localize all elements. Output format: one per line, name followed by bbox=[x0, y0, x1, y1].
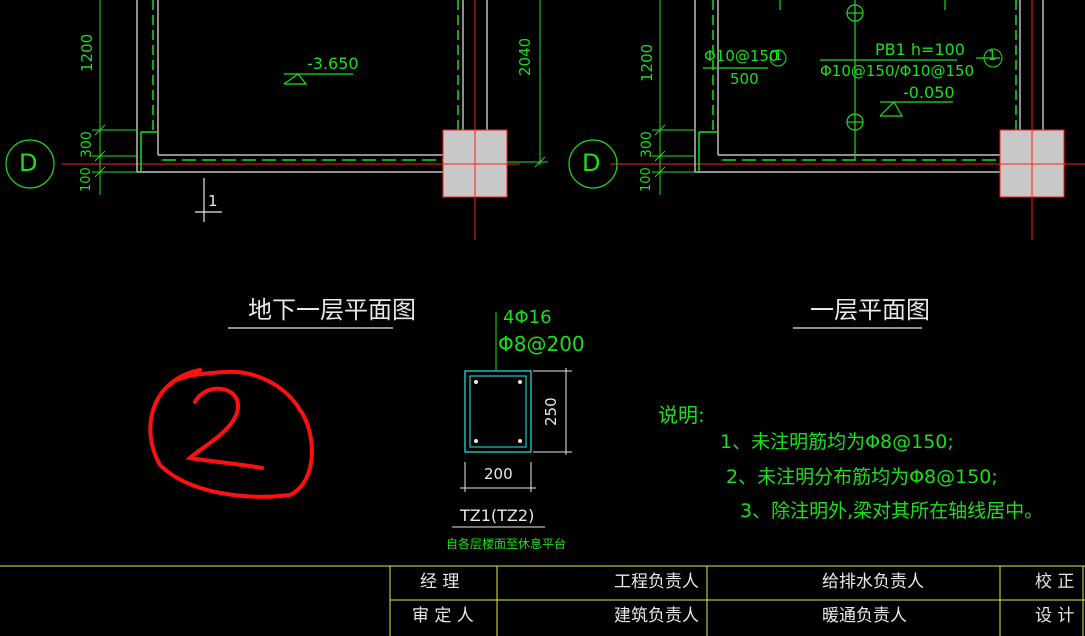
right-rebar-lines bbox=[703, 0, 1000, 160]
column-section-inner bbox=[469, 375, 527, 448]
left-dimension bbox=[92, 0, 137, 195]
title-block bbox=[0, 565, 1085, 636]
column-note: 自各层楼面至休息平台 bbox=[446, 537, 567, 551]
right-slab-rebar: Φ10@150/Φ10@150 bbox=[820, 62, 975, 80]
rebar-dot bbox=[474, 439, 478, 443]
left-section-mark bbox=[195, 178, 222, 222]
column-name: TZ1(TZ2) bbox=[460, 506, 535, 525]
right-rebar-length: 500 bbox=[730, 70, 759, 88]
tb-checker: 校 正 bbox=[1035, 572, 1075, 592]
right-rebar-bubble bbox=[769, 49, 787, 67]
right-rebar-number: 1 bbox=[774, 49, 783, 64]
tb-plumbing-lead: 给排水负责人 bbox=[822, 572, 924, 592]
left-axis-bubble bbox=[5, 139, 55, 189]
right-plan bbox=[568, 0, 1085, 329]
column-detail bbox=[452, 312, 572, 528]
left-level: -3.650 bbox=[307, 54, 359, 73]
tb-project-lead: 工程负责人 bbox=[614, 572, 699, 592]
left-axis-label: D bbox=[19, 149, 38, 177]
left-plan-title: 地下一层平面图 bbox=[248, 296, 416, 324]
column-stirrup: Φ8@200 bbox=[498, 332, 585, 356]
column-height-dim: 250 bbox=[542, 397, 560, 426]
tb-approver: 审 定 人 bbox=[412, 606, 474, 626]
tb-arch-lead: 建筑负责人 bbox=[614, 606, 699, 626]
right-rebar-note: Φ10@150 bbox=[704, 47, 779, 65]
right-dim-1200: 1200 bbox=[638, 43, 656, 82]
left-dimension-2040 bbox=[507, 0, 548, 168]
rebar-dot bbox=[474, 380, 478, 384]
red-annotation bbox=[148, 368, 314, 499]
right-slab-number: 1 bbox=[988, 49, 997, 64]
left-level-symbol bbox=[283, 73, 353, 85]
tb-designer: 设 计 bbox=[1035, 606, 1075, 626]
column-main-rebar: 4Φ16 bbox=[503, 307, 552, 328]
right-slab-label: PB1 h=100 bbox=[875, 40, 965, 59]
rebar-dot bbox=[518, 439, 522, 443]
right-slab-bubble bbox=[983, 48, 1003, 68]
column-dimensions bbox=[460, 368, 572, 492]
tb-manager: 经 理 bbox=[420, 572, 460, 592]
right-axis-label: D bbox=[582, 149, 601, 177]
notes-item-1: 1、未注明筋均为Φ8@150; bbox=[720, 431, 954, 453]
right-dimension bbox=[652, 0, 695, 195]
tb-hvac-lead: 暖通负责人 bbox=[822, 606, 907, 626]
column-width-dim: 200 bbox=[484, 465, 513, 483]
right-level: -0.050 bbox=[903, 83, 955, 102]
rebar-dot bbox=[518, 380, 522, 384]
left-plan bbox=[5, 0, 548, 329]
right-dim-300: 300 bbox=[639, 131, 655, 158]
left-dim-100: 100 bbox=[79, 167, 94, 192]
right-axis-bubble bbox=[568, 139, 618, 189]
left-dim-300: 300 bbox=[79, 131, 95, 158]
left-dim-1200: 1200 bbox=[78, 33, 96, 72]
column-section-outer bbox=[464, 370, 532, 453]
notes-item-2: 2、未注明分布筋均为Φ8@150; bbox=[726, 466, 998, 488]
left-dim-2040: 2040 bbox=[516, 37, 534, 76]
left-section-label: 1 bbox=[208, 192, 218, 210]
right-dim-100: 100 bbox=[639, 167, 654, 192]
notes-heading: 说明: bbox=[658, 403, 705, 427]
right-plan-title: 一层平面图 bbox=[810, 296, 930, 324]
notes-item-3: 3、除注明外,梁对其所在轴线居中。 bbox=[740, 500, 1044, 522]
